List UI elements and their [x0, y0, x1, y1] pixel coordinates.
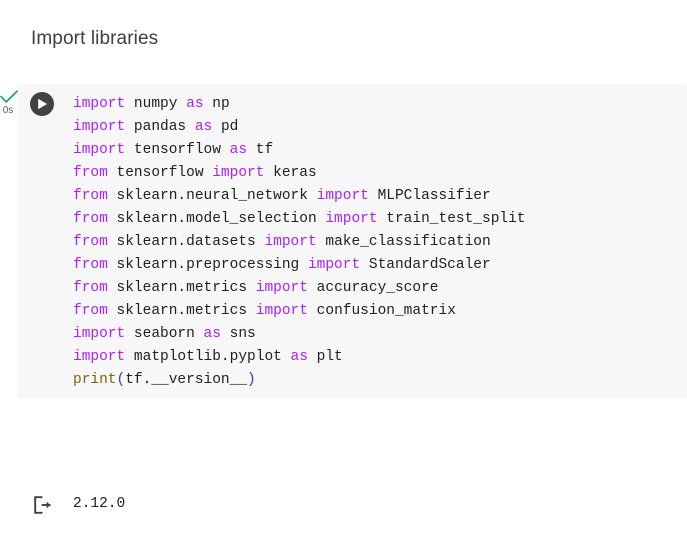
- code-token: from: [73, 188, 108, 204]
- code-token: import: [325, 211, 378, 227]
- code-token: confusion_matrix: [307, 303, 456, 319]
- code-line: from sklearn.model_selection import trai…: [73, 208, 683, 231]
- code-token: as: [194, 119, 213, 135]
- code-token: from: [73, 257, 108, 273]
- code-token: tensorflow: [107, 165, 213, 181]
- code-token: from: [73, 234, 108, 250]
- code-token: from: [73, 165, 108, 181]
- code-token: as: [186, 96, 204, 112]
- code-token: (: [116, 372, 126, 388]
- code-line: from sklearn.metrics import confusion_ma…: [73, 300, 683, 323]
- cell-status-gutter: 0s: [0, 90, 22, 116]
- output-value: 2.12.0: [73, 496, 126, 512]
- code-line: import pandas as pd: [73, 116, 683, 139]
- code-token: sklearn.metrics: [107, 303, 256, 319]
- check-icon: [0, 90, 18, 103]
- play-icon: [37, 98, 47, 110]
- code-token: StandardScaler: [360, 257, 491, 273]
- code-line: from tensorflow import keras: [73, 162, 683, 185]
- code-token: train_test_split: [377, 211, 526, 227]
- code-token: import: [316, 188, 369, 204]
- cell-elapsed-time: 0s: [2, 105, 14, 116]
- code-token: as: [203, 326, 221, 342]
- code-token: tensorflow: [125, 142, 230, 158]
- code-line: from sklearn.metrics import accuracy_sco…: [73, 277, 683, 300]
- code-token: from: [73, 303, 108, 319]
- code-token: numpy: [125, 96, 187, 112]
- code-line: import tensorflow as tf: [73, 139, 683, 162]
- code-token: sklearn.datasets: [107, 234, 265, 250]
- code-line: from sklearn.neural_network import MLPCl…: [73, 185, 683, 208]
- code-token: import: [73, 142, 126, 158]
- code-token: import: [73, 96, 126, 112]
- code-token: import: [307, 257, 361, 273]
- cell-output: 2.12.0: [17, 482, 687, 535]
- code-token: import: [255, 280, 308, 296]
- page-title: Import libraries: [31, 28, 159, 49]
- code-token: import: [264, 234, 317, 250]
- code-token: pandas: [125, 119, 195, 135]
- code-token: pd: [212, 119, 239, 135]
- code-token: import: [73, 119, 126, 135]
- code-token: tf: [247, 142, 274, 158]
- code-token: np: [203, 96, 230, 112]
- code-token: keras: [264, 165, 317, 181]
- code-token: from: [73, 211, 108, 227]
- run-cell-button[interactable]: [30, 92, 54, 116]
- code-token: import: [212, 165, 265, 181]
- output-stream-icon: [34, 496, 51, 514]
- code-token: sklearn.metrics: [107, 280, 256, 296]
- code-token: plt: [307, 349, 343, 365]
- code-token: sklearn.neural_network: [107, 188, 317, 204]
- code-token: import: [255, 303, 308, 319]
- code-line: from sklearn.datasets import make_classi…: [73, 231, 683, 254]
- code-token: sns: [220, 326, 256, 342]
- code-token: tf.__version__: [125, 372, 248, 388]
- code-token: matplotlib.pyplot: [125, 349, 291, 365]
- code-token: from: [73, 280, 108, 296]
- code-token: as: [290, 349, 308, 365]
- code-token: ): [247, 372, 256, 388]
- code-token: print: [73, 372, 117, 388]
- code-line: print(tf.__version__): [73, 369, 683, 392]
- code-token: sklearn.model_selection: [107, 211, 326, 227]
- code-line: import matplotlib.pyplot as plt: [73, 346, 683, 369]
- code-token: seaborn: [125, 326, 204, 342]
- code-line: import seaborn as sns: [73, 323, 683, 346]
- code-line: from sklearn.preprocessing import Standa…: [73, 254, 683, 277]
- code-token: MLPClassifier: [368, 188, 491, 204]
- code-token: import: [73, 349, 126, 365]
- code-token: import: [73, 326, 126, 342]
- code-token: as: [229, 142, 248, 158]
- code-line: import numpy as np: [73, 93, 683, 116]
- code-token: accuracy_score: [307, 280, 439, 296]
- code-token: make_classification: [316, 234, 491, 250]
- code-token: sklearn.preprocessing: [107, 257, 308, 273]
